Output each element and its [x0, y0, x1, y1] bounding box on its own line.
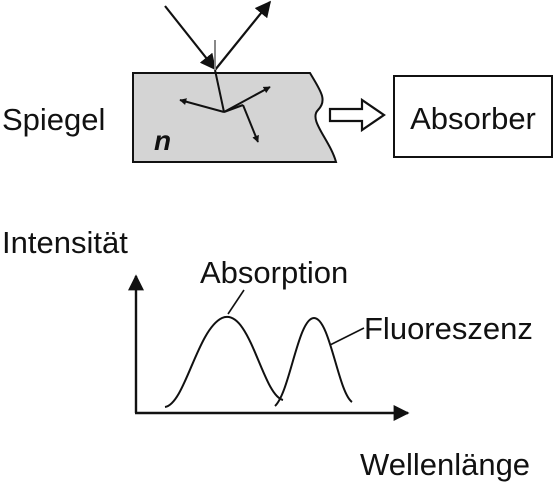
- reflected-ray: [214, 0, 272, 71]
- mirror-label: Spiegel: [2, 102, 105, 137]
- absorption-leader: [227, 289, 245, 315]
- refracted-ray: [214, 69, 225, 113]
- scatter-ray-left: [179, 98, 225, 113]
- incident-ray: [164, 5, 216, 71]
- refractive-index-label: n: [154, 125, 171, 156]
- mirror-block: [132, 72, 338, 163]
- y-axis-label: Intensität: [2, 225, 128, 260]
- transfer-arrow: [328, 97, 386, 133]
- fluorescence-leader: [329, 327, 365, 346]
- scatter-ray-up-right: [223, 86, 271, 113]
- spectrum-section: Intensität Absorption Fluoreszenz Wellen…: [2, 225, 533, 482]
- x-axis-label: Wellenlänge: [360, 447, 530, 482]
- fluorescence-curve: [274, 316, 353, 407]
- fluorescence-label: Fluoreszenz: [364, 311, 533, 346]
- mirror-section: Spiegel n Absorber: [2, 0, 553, 163]
- absorber-label: Absorber: [410, 101, 536, 136]
- scatter-ray-down-right: [242, 104, 259, 143]
- scatter-ray-down: [223, 104, 244, 113]
- absorption-label: Absorption: [200, 255, 348, 290]
- absorption-curve: [164, 316, 284, 408]
- absorber-box: [393, 75, 553, 158]
